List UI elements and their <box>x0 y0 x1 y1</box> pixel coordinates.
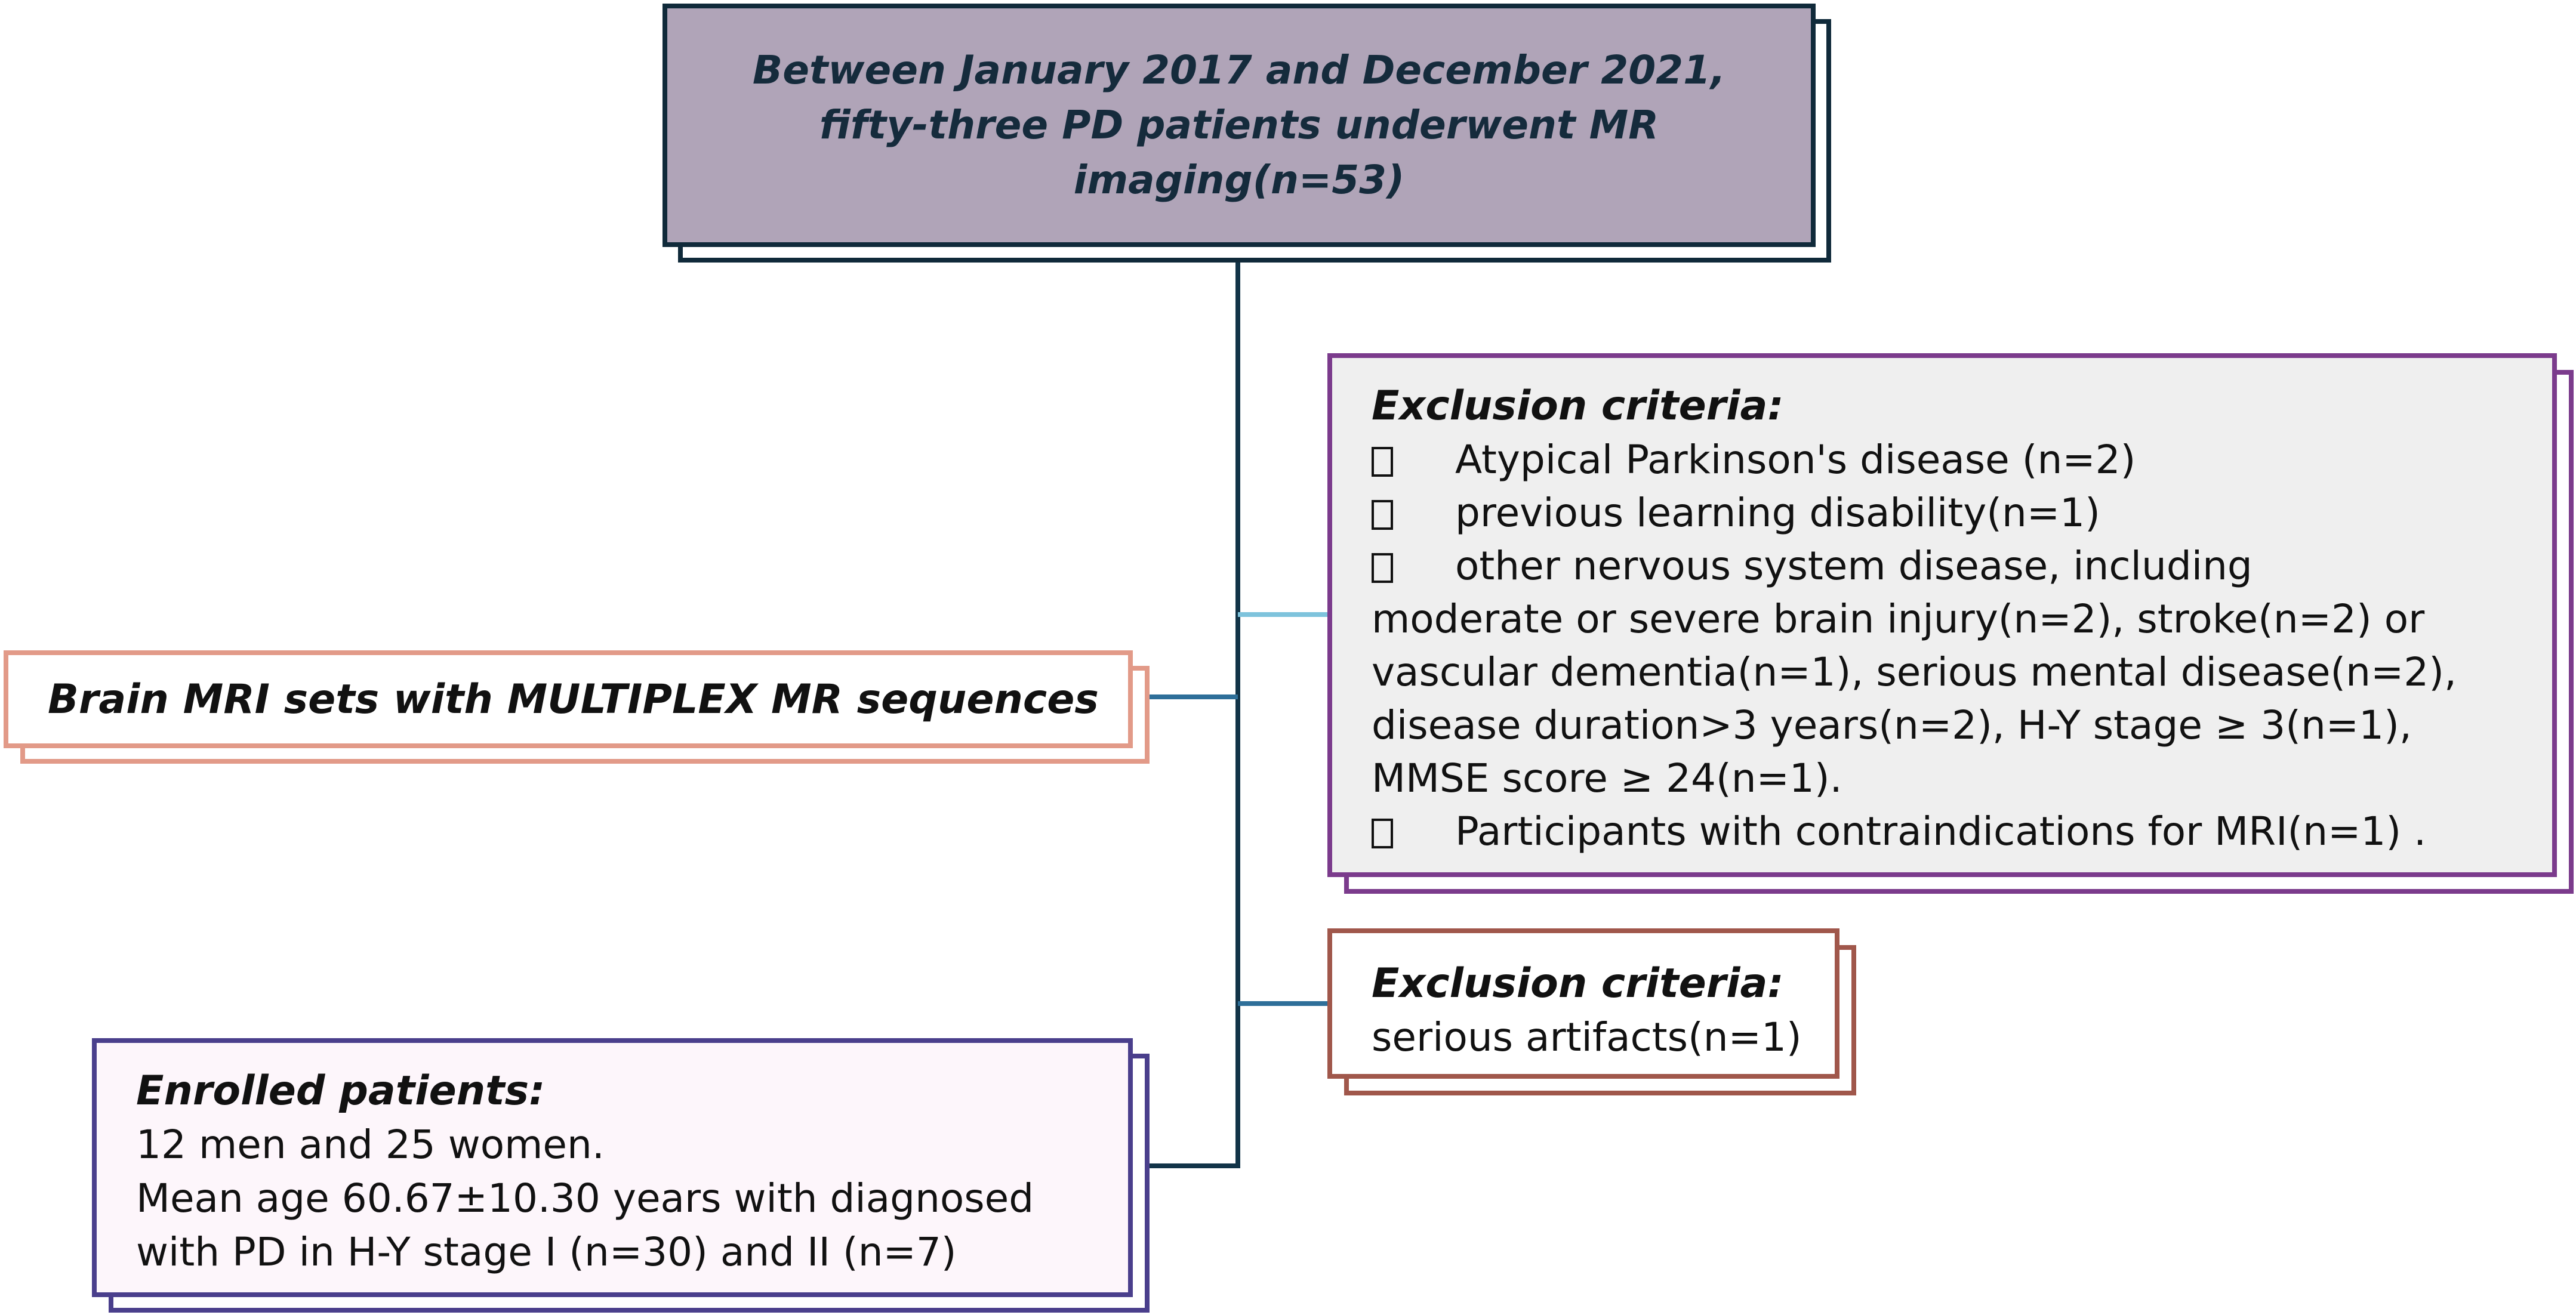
exclusion-criteria-box-1: Exclusion criteria: Atypical Parkinson's… <box>1327 353 2557 877</box>
enrolled-line: 12 men and 25 women. <box>136 1122 605 1168</box>
exclusion-1-line: Participants with contraindications for … <box>1372 805 2516 858</box>
source-cohort-text: Between January 2017 and December 2021, … <box>752 47 1726 203</box>
exclusion-1-line: moderate or severe brain injury(n=2), st… <box>1372 596 2425 642</box>
checkbox-bullet-icon <box>1372 819 1393 848</box>
mri-sets-text: Brain MRI sets with MULTIPLEX MR sequenc… <box>48 675 1099 723</box>
enrolled-patients-box: Enrolled patients: 12 men and 25 women. … <box>92 1038 1133 1297</box>
exclusion-2-text: serious artifacts(n=1) <box>1372 1014 1802 1060</box>
exclusion-1-line: previous learning disability(n=1) <box>1372 486 2516 539</box>
enrolled-line: with PD in H-Y stage I (n=30) and II (n=… <box>136 1229 957 1275</box>
mri-sets-box: Brain MRI sets with MULTIPLEX MR sequenc… <box>4 650 1133 748</box>
checkbox-bullet-icon <box>1372 500 1393 530</box>
exclusion-1-title: Exclusion criteria: <box>1372 382 1784 430</box>
enrolled-line: Mean age 60.67±10.30 years with diagnose… <box>136 1175 1034 1221</box>
exclusion-1-line: vascular dementia(n=1), serious mental d… <box>1372 649 2457 695</box>
exclusion-1-line: disease duration>3 years(n=2), H-Y stage… <box>1372 702 2412 748</box>
checkbox-bullet-icon <box>1372 553 1393 583</box>
exclusion-2-title: Exclusion criteria: <box>1372 960 1784 1007</box>
exclusion-criteria-box-2: Exclusion criteria: serious artifacts(n=… <box>1327 928 1839 1079</box>
source-cohort-box: Between January 2017 and December 2021, … <box>663 4 1816 247</box>
checkbox-bullet-icon <box>1372 447 1393 477</box>
exclusion-1-line: other nervous system disease, including <box>1372 539 2516 592</box>
exclusion-1-line: Atypical Parkinson's disease (n=2) <box>1372 433 2516 486</box>
enrolled-title: Enrolled patients: <box>136 1067 546 1115</box>
exclusion-1-line: MMSE score ≥ 24(n=1). <box>1372 755 1842 801</box>
